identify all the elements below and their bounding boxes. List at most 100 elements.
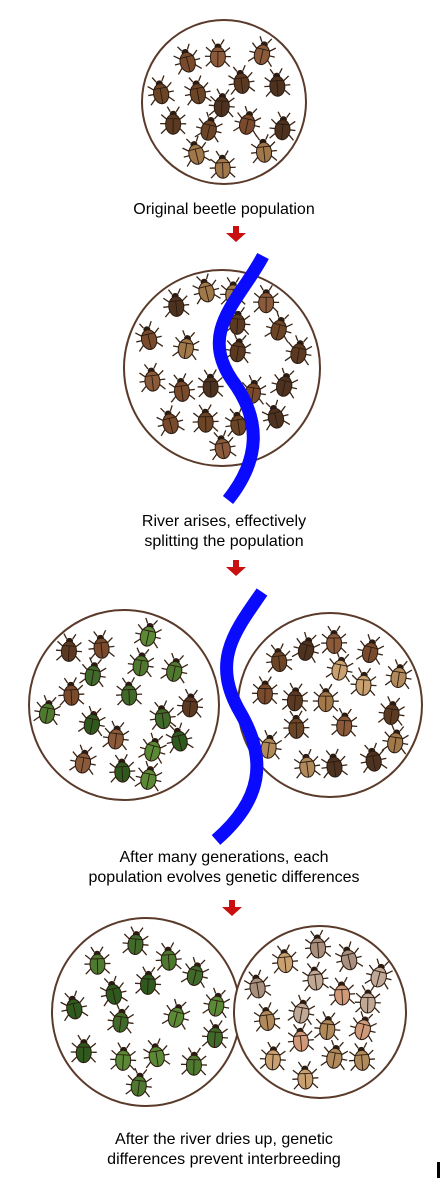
caption-line: population evolves genetic differences <box>88 869 360 886</box>
beetle-icon <box>204 39 231 68</box>
beetle-icon <box>271 944 299 974</box>
beetle-icon <box>251 676 278 705</box>
beetle-icon <box>283 710 310 739</box>
beetle-icon <box>168 373 196 403</box>
beetle-icon <box>160 106 187 135</box>
beetle-icon <box>139 362 166 393</box>
edge-mark <box>437 1162 440 1178</box>
beetle-icon <box>138 732 167 764</box>
beetle-icon <box>110 1042 137 1071</box>
beetle-icon <box>149 700 177 731</box>
beetle-icon <box>209 430 237 461</box>
caption-original-population: Original beetle population <box>0 200 448 220</box>
beetle-icon <box>55 633 82 662</box>
beetle-icon <box>180 1047 207 1076</box>
beetle-icon <box>264 311 293 343</box>
beetle-icon <box>165 722 194 754</box>
beetle-icon <box>173 43 202 75</box>
beetle-icon <box>292 1060 319 1090</box>
arrow-layer <box>222 226 246 916</box>
beetle-icon <box>350 667 377 697</box>
beetle-icon <box>135 966 162 995</box>
beetle-icon <box>58 677 85 706</box>
beetle-icon <box>182 135 211 167</box>
beetle-icon <box>348 1011 377 1043</box>
beetle-icon <box>70 1034 97 1064</box>
beetle-icon <box>176 688 204 718</box>
beetle-icon <box>201 1019 228 1049</box>
beetle-icon <box>247 36 277 67</box>
beetle-icon <box>348 1042 376 1072</box>
beetle-icon <box>228 65 256 95</box>
down-arrow-icon <box>226 226 246 242</box>
beetle-icon <box>77 705 106 737</box>
beetle-icon <box>253 1002 281 1032</box>
beetle-icon <box>253 284 280 314</box>
beetle-icon <box>302 961 329 992</box>
beetle-icon <box>184 75 212 106</box>
beetle-icon <box>208 88 235 118</box>
beetle-icon <box>384 659 413 690</box>
river-icon <box>212 252 269 505</box>
beetle-icon <box>122 926 149 956</box>
beetle-icon <box>377 696 405 726</box>
beetle-icon <box>125 1067 153 1098</box>
beetle-icon <box>265 643 293 673</box>
beetle-icon <box>269 111 296 141</box>
beetle-icon <box>304 929 332 959</box>
beetle-icon <box>134 760 163 792</box>
caption-line: After the river dries up, genetic <box>115 1131 333 1148</box>
beetle-icon <box>250 134 278 164</box>
beetle-icon <box>314 1011 341 1041</box>
beetle-icon <box>320 1039 349 1071</box>
beetle-icon <box>269 367 299 399</box>
beetle-icon <box>259 1041 286 1071</box>
beetle-icon <box>364 958 393 990</box>
beetle-icon <box>172 330 200 361</box>
beetle-icon <box>287 994 316 1026</box>
beetle-icon <box>281 682 309 712</box>
beetle-icon <box>325 651 354 683</box>
caption-line: River arises, effectively <box>141 513 307 530</box>
caption-line: After many generations, each <box>119 849 329 866</box>
beetle-icon <box>354 985 381 1014</box>
beetle-icon <box>334 941 364 973</box>
down-arrow-icon <box>226 560 246 576</box>
beetle-icon <box>359 742 388 774</box>
river-layer <box>211 252 269 845</box>
beetle-icon <box>312 683 339 713</box>
beetle-icon <box>79 657 107 688</box>
beetle-icon <box>381 724 409 755</box>
beetle-icon <box>291 631 321 664</box>
beetle-icon <box>135 321 164 352</box>
river-icon <box>211 588 268 845</box>
population-circles <box>28 19 423 1107</box>
beetle-icon <box>127 647 155 678</box>
beetle-icon <box>99 975 128 1007</box>
beetle-icon <box>133 617 162 649</box>
caption-prevent-interbreeding: After the river dries up, genetic differ… <box>0 1130 448 1170</box>
beetle-icon <box>60 990 89 1022</box>
beetle-icon <box>102 720 130 751</box>
beetle-icon <box>321 625 348 654</box>
beetle-icon <box>192 273 221 305</box>
beetle-icon <box>88 629 115 660</box>
beetle-icon <box>243 969 272 1000</box>
caption-line: splitting the population <box>144 533 304 550</box>
beetle-icon <box>197 369 224 398</box>
beetle-icon <box>180 956 210 989</box>
beetle-icon <box>192 404 219 433</box>
beetle-icon <box>107 1003 135 1034</box>
beetle-icon <box>284 335 313 366</box>
beetle-icon <box>293 748 321 779</box>
caption-line: differences prevent interbreeding <box>107 1151 341 1168</box>
beetle-icon <box>156 405 185 437</box>
beetle-icon <box>209 150 236 179</box>
caption-genetic-differences: After many generations, each population … <box>0 848 448 888</box>
beetle-icon <box>264 68 291 97</box>
beetle-icon <box>331 707 358 737</box>
beetle-icon <box>109 754 136 783</box>
beetle-icon <box>194 111 223 143</box>
beetle-icon <box>84 946 111 975</box>
